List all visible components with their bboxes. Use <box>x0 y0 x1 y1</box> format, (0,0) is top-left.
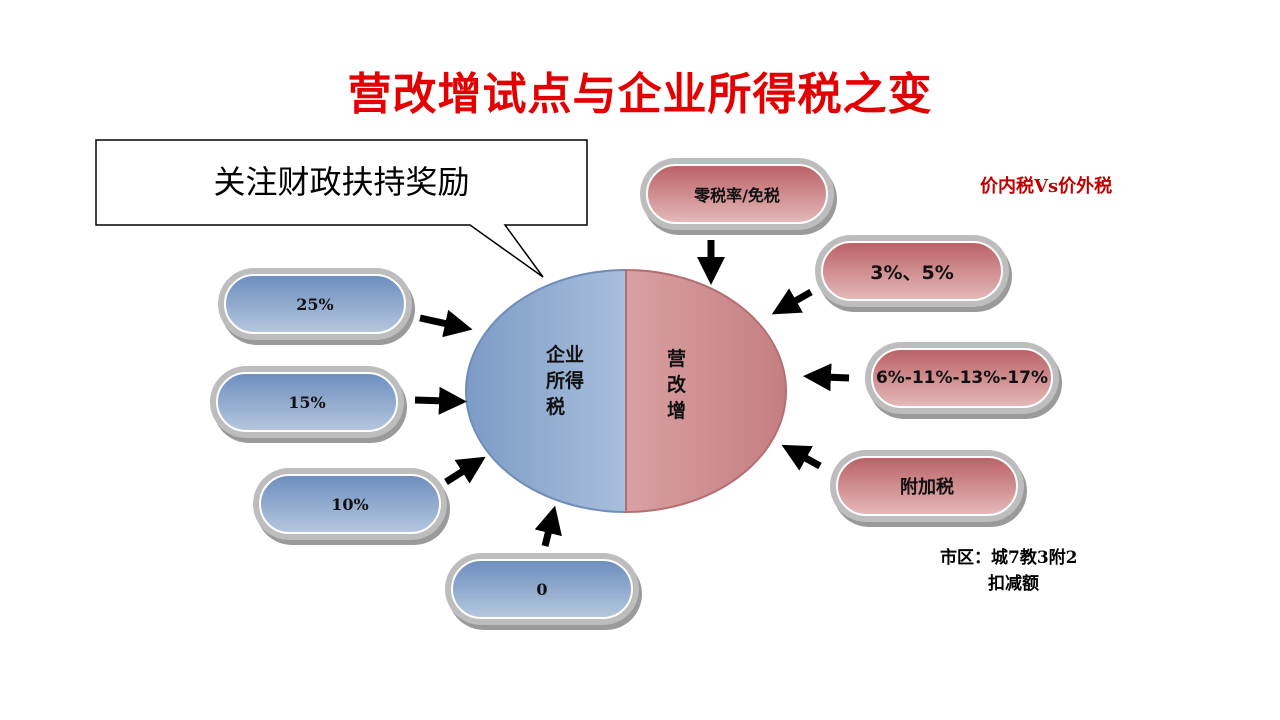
circle-left-line: 所得 <box>546 370 585 392</box>
pill-label: 0 <box>451 559 633 619</box>
center-circle <box>465 268 787 514</box>
note-inclusive-exclusive: 价内税Vs价外税 <box>980 176 1113 197</box>
circle-left-label: 企业 所得 税 <box>546 342 584 420</box>
pill-zero-rate: 零税率/免税 <box>640 158 834 230</box>
note-urban-rates: 市区：城7教3附2 <box>940 548 1078 568</box>
pill-label: 10% <box>259 474 441 534</box>
pill-label: 附加税 <box>836 456 1018 516</box>
note-deduction: 扣减额 <box>988 574 1039 594</box>
pill-surcharge: 附加税 <box>830 450 1024 522</box>
circle-right-half <box>625 268 787 514</box>
arrow-icon <box>414 386 467 415</box>
circle-right-line: 增 <box>667 400 687 422</box>
pill-3-5: 3%、5% <box>815 235 1009 307</box>
callout-box <box>95 139 588 278</box>
circle-right-label: 营 改 增 <box>667 346 686 424</box>
pill-0: 0 <box>445 553 639 625</box>
circle-right-line: 营 <box>667 348 687 370</box>
circle-left-line: 税 <box>546 396 566 418</box>
circle-left-line: 企业 <box>546 344 585 366</box>
pill-10: 10% <box>253 468 447 540</box>
arrow-icon <box>803 363 850 392</box>
pill-label: 15% <box>216 372 398 432</box>
pill-label: 25% <box>224 274 406 334</box>
arrow-icon <box>419 309 473 338</box>
callout-text: 关注财政扶持奖励 <box>213 163 470 201</box>
pill-label: 零税率/免税 <box>646 164 828 224</box>
pill-25: 25% <box>218 268 412 340</box>
pill-vat-rates: 6%-11%-13%-17% <box>865 342 1059 414</box>
arrows <box>414 240 850 547</box>
pill-label: 3%、5% <box>821 241 1003 301</box>
arrow-icon <box>444 456 486 485</box>
arrow-icon <box>771 288 813 315</box>
pill-15: 15% <box>210 366 404 438</box>
arrow-icon <box>781 444 822 471</box>
slide-title: 营改增试点与企业所得税之变 <box>347 69 933 120</box>
arrow-icon <box>534 505 562 547</box>
circle-right-line: 改 <box>667 374 687 396</box>
pill-label: 6%-11%-13%-17% <box>871 348 1053 408</box>
